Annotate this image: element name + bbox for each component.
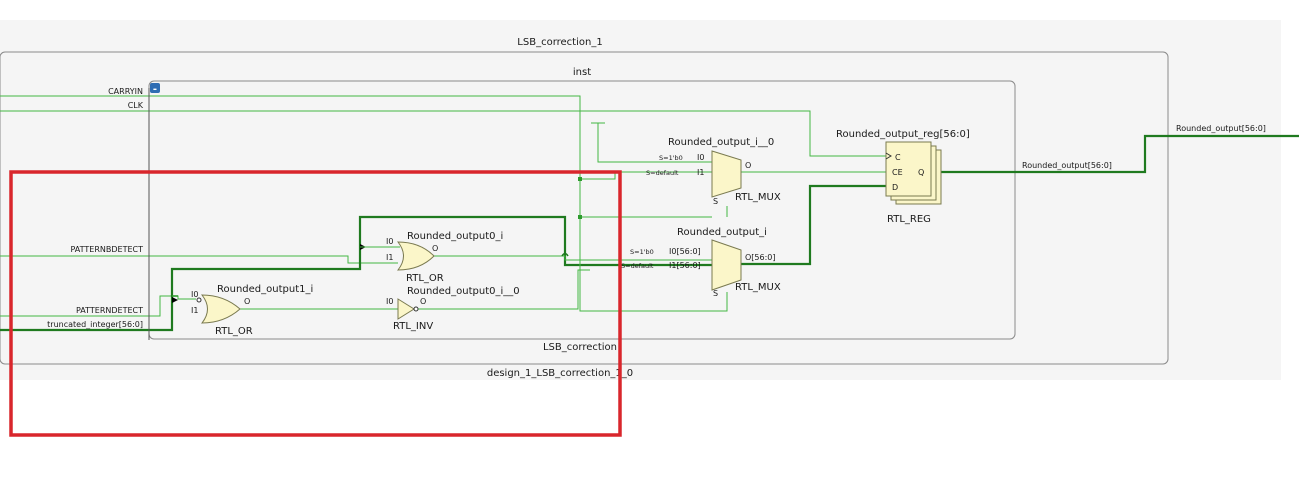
- minus-square-icon[interactable]: [150, 83, 160, 93]
- or1-in0: I0: [191, 290, 198, 299]
- mux1-body[interactable]: [711, 239, 742, 291]
- inst-hierarchy-title: inst: [573, 67, 591, 78]
- mux1-sel1: S=default: [621, 262, 654, 270]
- mux1-name: Rounded_output_i: [677, 227, 767, 238]
- outer-hierarchy-bottom-label: design_1_LSB_correction_1_0: [487, 368, 633, 379]
- net-mux1-out[interactable]: [741, 184, 886, 266]
- port-carryin-label[interactable]: CARRYIN: [108, 87, 143, 96]
- mux0-sel0: S=1'b0: [659, 154, 683, 162]
- mux0-body[interactable]: [711, 150, 742, 198]
- net-reg-q[interactable]: [935, 134, 1299, 174]
- inv-body[interactable]: [397, 298, 415, 320]
- outer-hierarchy-background: [0, 20, 1281, 380]
- highlight-selection-box: [9, 170, 622, 437]
- mux0-out: O: [745, 161, 751, 170]
- reg-type: RTL_REG: [887, 214, 931, 225]
- mux0-name: Rounded_output_i__0: [668, 137, 774, 148]
- or1-out: O: [244, 297, 250, 306]
- inst-hierarchy-bottom-label: LSB_correction: [543, 342, 617, 353]
- outer-hierarchy-box[interactable]: [0, 51, 1169, 365]
- or0-type: RTL_OR: [406, 273, 444, 284]
- or0-in0: I0: [386, 237, 393, 246]
- mux1-out: O[56:0]: [745, 253, 776, 262]
- or1-name: Rounded_output1_i: [217, 284, 313, 295]
- net-carryin[interactable]: [0, 95, 712, 218]
- or0-name: Rounded_output0_i: [407, 231, 503, 242]
- junction-dot: [578, 177, 582, 181]
- junction-dot: [578, 215, 582, 219]
- mux1-sel0: S=1'b0: [630, 248, 654, 256]
- reg-name: Rounded_output_reg[56:0]: [836, 129, 970, 140]
- mux1-in0: I0[56:0]: [669, 247, 701, 256]
- mux1-in1: I1[56:0]: [669, 261, 701, 270]
- net-mux0-i1[interactable]: [580, 171, 712, 180]
- mux0-sel1: S=default: [646, 169, 679, 177]
- reg-clock-triangle: [885, 152, 892, 160]
- or0-out: O: [432, 244, 438, 253]
- or1-pin-arrow: [172, 297, 178, 303]
- reg-d: D: [892, 183, 898, 192]
- mux1-type: RTL_MUX: [735, 282, 781, 293]
- mux0-type: RTL_MUX: [735, 192, 781, 203]
- cell-mux0[interactable]: Rounded_output_i__0 RTL_MUX S=1'b0 S=def…: [646, 137, 781, 206]
- port-patternbdetect-label[interactable]: PATTERNBDETECT: [70, 245, 143, 254]
- reg-c: C: [895, 153, 901, 162]
- inv-out: O: [420, 297, 426, 306]
- mux0-s: S: [713, 197, 718, 206]
- reg-q: Q: [918, 168, 924, 177]
- net-const-zero[interactable]: [591, 122, 712, 163]
- reg-ce: CE: [892, 168, 903, 177]
- inv-type: RTL_INV: [393, 321, 433, 332]
- mux0-in0: I0: [697, 153, 704, 162]
- or1-invert-bubble: [196, 297, 202, 303]
- port-patterndetect-label[interactable]: PATTERNDETECT: [76, 306, 143, 315]
- mux0-in1: I1: [697, 168, 704, 177]
- port-rounded-output-label[interactable]: Rounded_output[56:0]: [1176, 124, 1266, 133]
- or1-type: RTL_OR: [215, 326, 253, 337]
- outer-hierarchy-title: LSB_correction_1: [517, 37, 602, 48]
- net-patterndetect[interactable]: [0, 295, 196, 317]
- mux1-s: S: [713, 289, 718, 298]
- net-sel[interactable]: [579, 217, 728, 312]
- or0-in1: I1: [386, 253, 393, 262]
- cell-mux1[interactable]: Rounded_output_i RTL_MUX S=1'b0 S=defaul…: [621, 227, 781, 298]
- net-or0-out[interactable]: [434, 255, 712, 261]
- cell-or0[interactable]: Rounded_output0_i RTL_OR I0 I1 O: [360, 231, 503, 284]
- net-inv-out[interactable]: [418, 269, 590, 310]
- net-patternbdetect[interactable]: [0, 255, 398, 264]
- net-rounded-output-label[interactable]: Rounded_output[56:0]: [1022, 161, 1112, 170]
- wire-crossover: [561, 252, 569, 257]
- port-clk-label[interactable]: CLK: [128, 101, 144, 110]
- collapse-glyph: -: [153, 84, 157, 95]
- cell-inv[interactable]: Rounded_output0_i__0 RTL_INV I0 O: [360, 286, 520, 332]
- or1-body[interactable]: [200, 294, 241, 324]
- cell-or1[interactable]: Rounded_output1_i RTL_OR I0 I1 O: [172, 284, 313, 337]
- collapse-button[interactable]: -: [150, 83, 160, 95]
- cell-reg[interactable]: Rounded_output_reg[56:0] RTL_REG C CE D …: [836, 129, 970, 225]
- inv-in0: I0: [386, 297, 393, 306]
- port-truncated-integer-label[interactable]: truncated_integer[56:0]: [47, 320, 143, 329]
- or0-body[interactable]: [396, 241, 435, 271]
- inv-bubble: [413, 306, 419, 312]
- reg-body[interactable]: [885, 141, 932, 197]
- or1-in1: I1: [191, 306, 198, 315]
- inv-name: Rounded_output0_i__0: [407, 286, 520, 297]
- net-clk[interactable]: [0, 110, 886, 157]
